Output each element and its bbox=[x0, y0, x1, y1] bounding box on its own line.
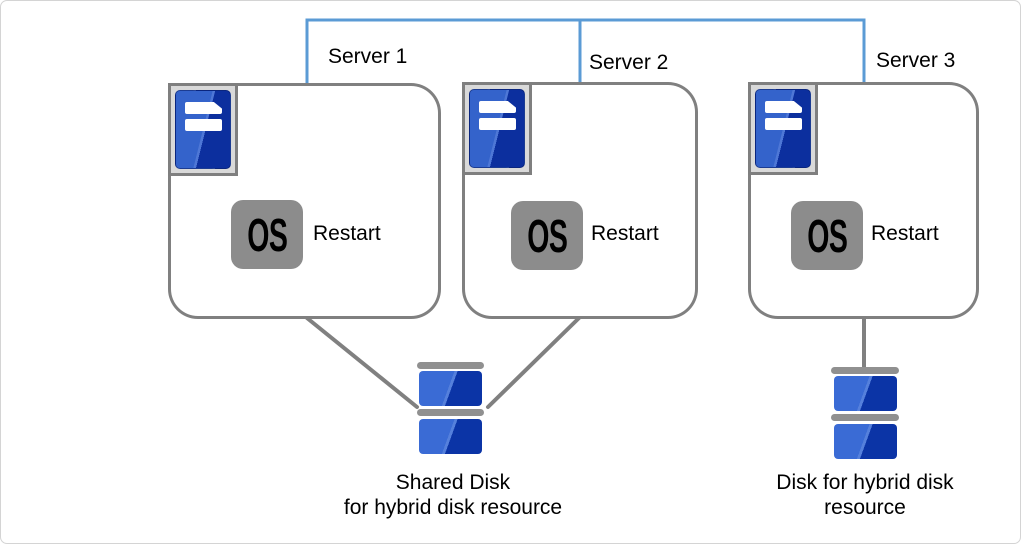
os-badge-label: OS bbox=[247, 208, 288, 261]
restart-label: Restart bbox=[313, 222, 381, 245]
server-icon-slot-2 bbox=[185, 119, 222, 131]
restart-label: Restart bbox=[871, 222, 939, 245]
shared-disk-label: Shared Disk for hybrid disk resource bbox=[293, 470, 613, 520]
disk-platter bbox=[833, 376, 897, 411]
os-badge-label: OS bbox=[527, 209, 568, 262]
disk-platter bbox=[419, 371, 482, 406]
os-badge: OS bbox=[231, 200, 303, 269]
os-badge: OS bbox=[791, 201, 863, 270]
server-icon-slot-1 bbox=[765, 101, 802, 113]
server-box-1: OS Restart bbox=[168, 83, 441, 319]
disk-platter bbox=[833, 424, 897, 459]
server-icon-slot-2 bbox=[765, 118, 802, 130]
server-1-label: Server 1 bbox=[328, 45, 408, 68]
disk-cap bbox=[831, 367, 899, 374]
server-tower-icon bbox=[755, 89, 811, 168]
shared-disk-icon bbox=[417, 362, 484, 454]
server-box-2: OS Restart bbox=[462, 82, 698, 319]
hybrid-disk-label-line2: resource bbox=[824, 496, 906, 519]
hybrid-disk-label: Disk for hybrid disk resource bbox=[705, 470, 1020, 520]
restart-label: Restart bbox=[591, 222, 659, 245]
os-badge-label: OS bbox=[807, 209, 848, 262]
server-icon bbox=[168, 83, 238, 176]
server-icon bbox=[748, 82, 818, 175]
server-icon-slot-2 bbox=[479, 118, 516, 130]
server-tower-icon bbox=[175, 90, 231, 169]
server-tower-icon bbox=[469, 89, 525, 168]
os-badge: OS bbox=[511, 201, 583, 270]
network-link-line bbox=[305, 18, 866, 84]
shared-disk-link-server2-line bbox=[486, 316, 581, 409]
disk-cap bbox=[417, 409, 484, 416]
server-icon-slot-1 bbox=[479, 101, 516, 113]
hybrid-disk-icon bbox=[831, 367, 899, 459]
disk-cap bbox=[417, 362, 484, 369]
server-icon bbox=[462, 82, 532, 175]
server-2-label: Server 2 bbox=[589, 51, 669, 74]
disk-cap bbox=[831, 414, 899, 421]
server-3-label: Server 3 bbox=[876, 49, 956, 72]
shared-disk-link-server1-line bbox=[305, 316, 419, 409]
shared-disk-label-line2: for hybrid disk resource bbox=[343, 496, 563, 519]
hybrid-disk-label-line1: Disk for hybrid disk bbox=[776, 471, 954, 494]
disk-platter bbox=[419, 419, 482, 454]
server-box-3: OS Restart bbox=[748, 82, 979, 319]
shared-disk-label-line1: Shared Disk bbox=[395, 471, 511, 494]
server-icon-slot-1 bbox=[185, 102, 222, 114]
